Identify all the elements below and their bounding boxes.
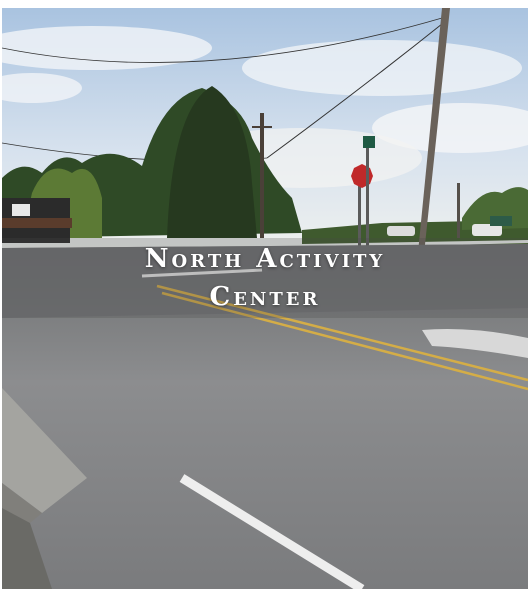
- cloud: [242, 40, 522, 96]
- cloud: [2, 73, 82, 103]
- car: [472, 224, 502, 236]
- cloud: [2, 26, 212, 70]
- center-line: [156, 284, 528, 382]
- tall-tree: [167, 86, 257, 238]
- road: [2, 244, 528, 589]
- stop-line: [141, 268, 263, 278]
- street-photo: [2, 8, 528, 589]
- curb: [2, 388, 87, 513]
- center-line: [161, 291, 528, 391]
- utility-pole-crossbar: [252, 126, 272, 128]
- utility-pole: [416, 8, 450, 273]
- building-sign: [12, 204, 30, 216]
- street-sign: [363, 136, 375, 148]
- power-line: [2, 17, 443, 63]
- turn-arrow: [422, 329, 528, 358]
- title-line-1: North Activity: [144, 244, 386, 274]
- road-far: [2, 244, 528, 318]
- gravel: [2, 508, 52, 589]
- title-band: [2, 238, 528, 318]
- title-line-2: Center: [209, 282, 321, 312]
- photo-frame: North Activity Center: [2, 8, 528, 589]
- sign-post: [358, 183, 361, 253]
- distant-sign: [490, 216, 512, 226]
- cloud: [372, 103, 528, 153]
- lane-marking: [179, 474, 365, 589]
- car: [387, 226, 415, 236]
- power-line: [266, 19, 448, 159]
- building-awning: [2, 218, 72, 228]
- utility-pole: [260, 113, 264, 238]
- sign-post: [366, 138, 369, 248]
- curb-edge: [2, 483, 42, 523]
- page-title: North Activity Center: [2, 240, 528, 316]
- utility-pole: [457, 183, 460, 238]
